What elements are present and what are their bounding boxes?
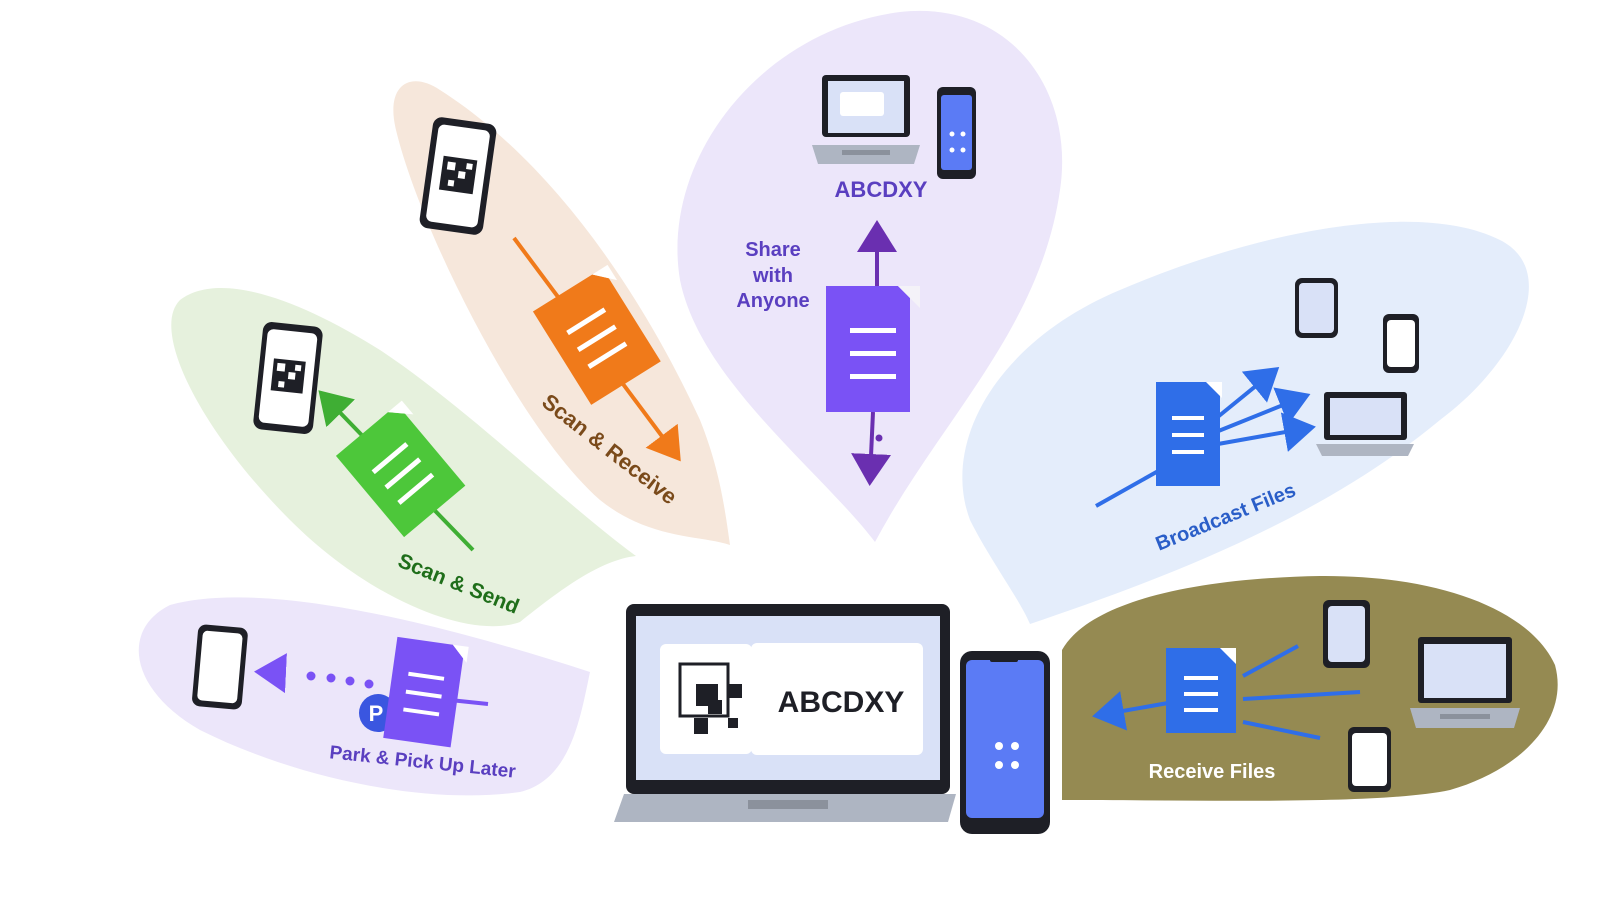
park-pickup-petal: P Park & Pick Up Later bbox=[138, 597, 590, 796]
tablet-icon bbox=[1323, 600, 1370, 668]
phone-icon bbox=[1348, 727, 1391, 792]
receive-bubble bbox=[1062, 575, 1558, 801]
document-icon bbox=[1156, 382, 1222, 486]
qr-phone-icon bbox=[419, 117, 497, 235]
receive-caption: Receive Files bbox=[1149, 761, 1276, 783]
share-caption-line1: Share bbox=[745, 239, 801, 261]
receive-arrow bbox=[1092, 691, 1169, 731]
document-icon bbox=[826, 286, 920, 412]
document-icon bbox=[532, 264, 661, 405]
document-icon bbox=[335, 400, 466, 538]
tablet-icon bbox=[1295, 278, 1338, 338]
scan-send-petal: Scan & Send bbox=[171, 288, 636, 627]
hub-laptop: ABCDXY bbox=[614, 604, 956, 822]
pickup-arrow bbox=[254, 653, 287, 694]
receive-petal: Receive Files bbox=[1062, 575, 1558, 801]
park-pickup-bubble bbox=[138, 597, 590, 796]
hub-phone bbox=[960, 651, 1050, 834]
broadcast-arrow-3 bbox=[1217, 412, 1316, 452]
share-anyone-petal: ABCDXY Share with Anyone bbox=[677, 10, 1063, 542]
phone-icon bbox=[1383, 314, 1419, 373]
hub-code: ABCDXY bbox=[778, 686, 905, 719]
share-caption-line2: with bbox=[752, 265, 793, 287]
document-icon bbox=[1166, 648, 1236, 733]
incoming-line bbox=[1095, 468, 1161, 508]
code-card: ABCDXY bbox=[751, 643, 923, 755]
broadcast-arrow-1 bbox=[1212, 366, 1280, 422]
park-badge-letter: P bbox=[369, 701, 384, 726]
broadcast-arrow-2 bbox=[1215, 387, 1311, 434]
phone-screen bbox=[966, 660, 1044, 818]
laptop-icon bbox=[1410, 637, 1520, 728]
share-code-label: ABCDXY bbox=[835, 177, 928, 202]
scan-receive-petal: Scan & Receive bbox=[393, 81, 730, 545]
broadcast-petal: Broadcast Files bbox=[962, 221, 1529, 624]
laptop-icon bbox=[812, 75, 920, 164]
phone-icon bbox=[192, 624, 248, 710]
broadcast-bubble bbox=[962, 221, 1529, 624]
phone-icon bbox=[937, 87, 976, 179]
qr-card bbox=[660, 644, 752, 754]
laptop-icon bbox=[1316, 392, 1414, 456]
share-caption-line3: Anyone bbox=[736, 290, 809, 312]
document-icon bbox=[383, 636, 469, 748]
down-arrow bbox=[851, 411, 892, 486]
qr-phone-icon bbox=[253, 322, 323, 434]
